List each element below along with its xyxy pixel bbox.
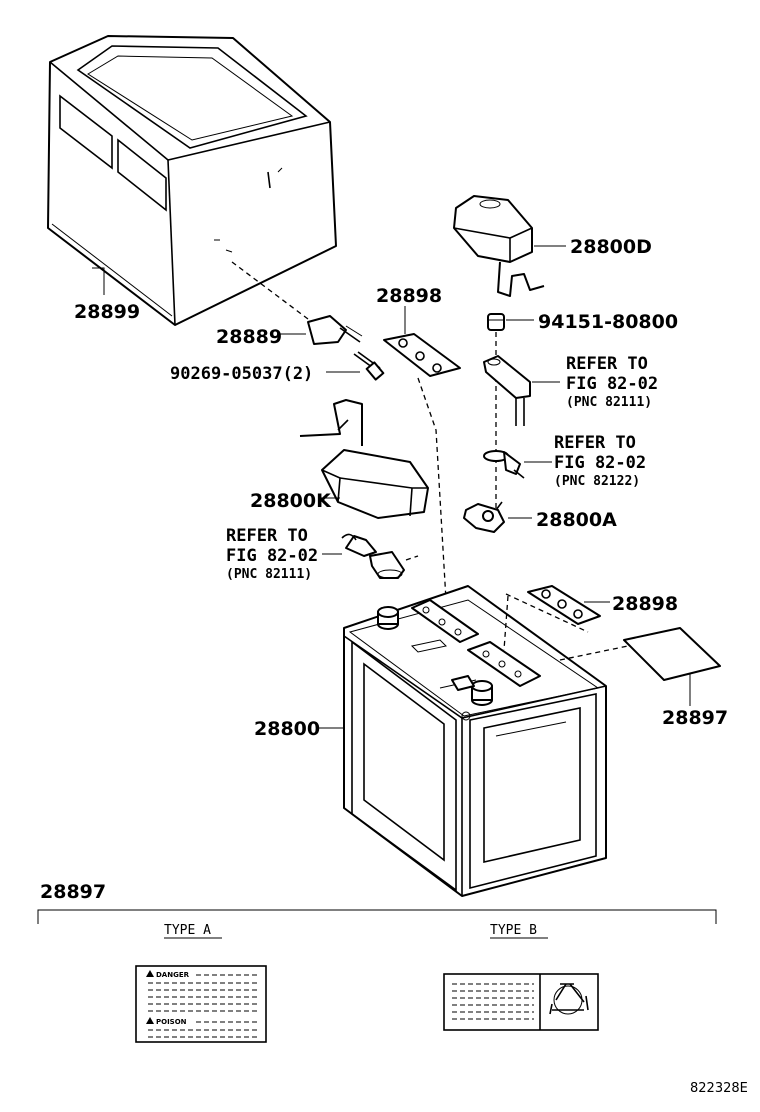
label-terminal-clamp: 28800A xyxy=(536,509,617,531)
type-a-label: DANGER POISON xyxy=(135,965,267,1043)
legend-bracket xyxy=(37,909,717,924)
tray-dash-line xyxy=(231,261,313,323)
tray-leader xyxy=(92,267,105,295)
type-a-poison: POISON xyxy=(156,1018,187,1026)
label-pad-top: 28898 xyxy=(376,285,442,307)
type-a-danger: DANGER xyxy=(156,971,190,979)
label-ref2-pnc: (PNC 82122) xyxy=(554,474,640,489)
pad-dash-line xyxy=(417,377,447,601)
terminal-ref-2 xyxy=(483,450,525,479)
terminal-ref-1 xyxy=(483,355,531,426)
label-tray: 28899 xyxy=(74,301,140,323)
warning-triangle-icon xyxy=(146,970,154,977)
nut xyxy=(487,313,505,331)
terminal-ref-3 xyxy=(341,533,405,579)
ref3-dash xyxy=(405,555,419,561)
bolt xyxy=(353,351,385,381)
label-battery: 28800 xyxy=(254,718,320,740)
terminal-cover-positive xyxy=(453,195,545,297)
recycle-icon xyxy=(549,983,589,1015)
label-sheet xyxy=(623,627,721,681)
terminal-cover-negative xyxy=(299,399,429,519)
warning-triangle-icon xyxy=(146,1017,154,1024)
label-nut: 94151-80800 xyxy=(538,311,678,333)
label-ref1-line2: FIG 82-02 xyxy=(566,374,658,394)
label-pad-right: 28898 xyxy=(612,593,678,615)
diagram-code: 822328E xyxy=(690,1081,748,1096)
terminal-clamp xyxy=(463,501,505,533)
label-bolt: 90269-05037(2) xyxy=(170,364,313,384)
type-b-label xyxy=(443,973,599,1031)
label-ref3-pnc: (PNC 82111) xyxy=(226,567,312,582)
battery-dash-a xyxy=(503,595,509,651)
label-ref1-line1: REFER TO xyxy=(566,354,648,374)
label-ref1-pnc: (PNC 82111) xyxy=(566,395,652,410)
battery xyxy=(343,585,607,897)
battery-tray xyxy=(47,35,337,326)
battery-pad-right xyxy=(527,585,601,625)
label-ref3-line1: REFER TO xyxy=(226,526,308,546)
battery-dash-b xyxy=(505,593,589,633)
battery-dash-c xyxy=(559,645,629,661)
legend-type-a: TYPE A xyxy=(164,923,211,938)
label-terminal-cover-neg: 28800K xyxy=(250,490,332,512)
clamp-bolt-holder xyxy=(307,315,363,345)
legend-title: 28897 xyxy=(40,881,106,903)
battery-pad-top xyxy=(383,333,461,377)
label-ref2-line2: FIG 82-02 xyxy=(554,453,646,473)
label-clamp-bolt-holder: 28889 xyxy=(216,326,282,348)
legend-type-b: TYPE B xyxy=(490,923,537,938)
label-ref3-line2: FIG 82-02 xyxy=(226,546,318,566)
label-terminal-cover-pos: 28800D xyxy=(570,236,652,258)
label-label-sheet: 28897 xyxy=(662,707,728,729)
label-ref2-line1: REFER TO xyxy=(554,433,636,453)
